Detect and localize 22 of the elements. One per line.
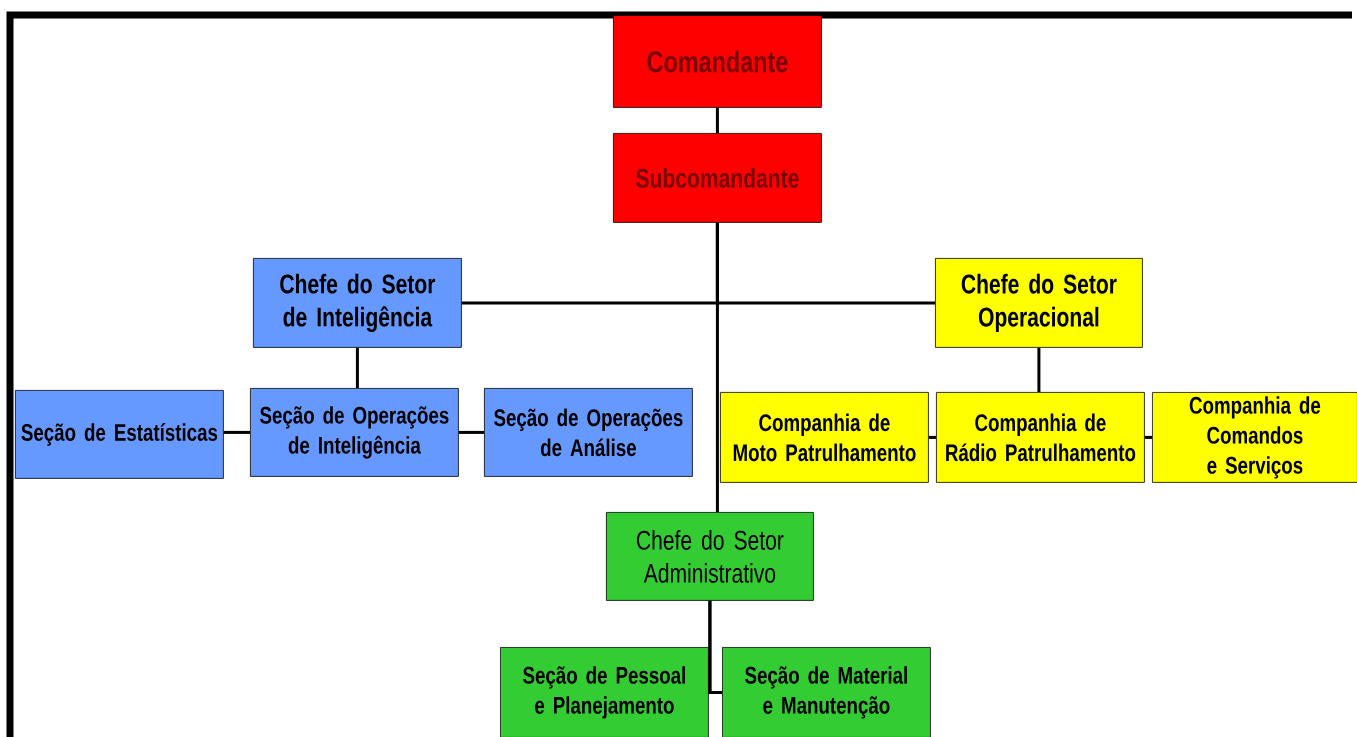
org-box: Companhia de Moto Patrulhamento (720, 392, 929, 483)
org-box: Seção de Operações de Análise (484, 388, 693, 477)
org-box: Chefe do Setor Administrativo (606, 512, 814, 601)
org-box: Subcomandante (613, 133, 822, 223)
org-box: Companhia de Comandos e Serviços (1152, 392, 1357, 483)
org-box: Seção de Operações de Inteligência (250, 388, 459, 477)
org-box: Chefe do Setor Operacional (935, 258, 1143, 348)
org-box: Companhia de Rádio Patrulhamento (936, 392, 1145, 483)
connector-line (1037, 347, 1041, 392)
org-box: Chefe do Setor de Inteligência (253, 258, 462, 348)
connector-line (708, 600, 722, 694)
org-box: Seção de Material e Manutenção (722, 647, 931, 737)
connector-line (458, 430, 484, 434)
connector-line (355, 347, 359, 388)
connector-line (715, 222, 719, 512)
connector-line (715, 107, 719, 133)
connector-line (223, 430, 250, 434)
org-box: Comandante (613, 15, 822, 108)
connector-line (928, 435, 936, 439)
org-box: Seção de Pessoal e Planejamento (500, 647, 709, 737)
connector-line (1144, 435, 1152, 439)
org-box: Seção de Estatísticas (15, 390, 224, 479)
